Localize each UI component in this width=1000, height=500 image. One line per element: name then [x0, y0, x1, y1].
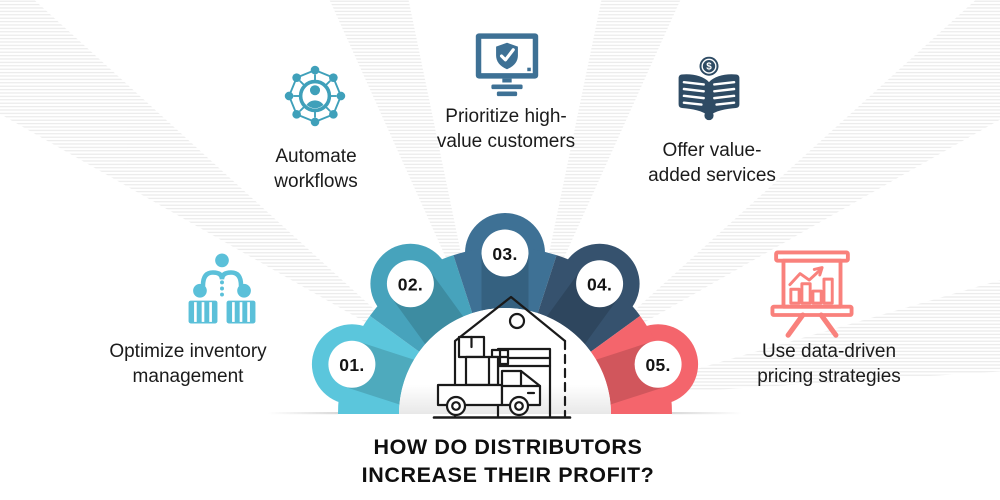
step-number-4: 04. — [587, 275, 612, 295]
secure-monitor-icon — [475, 33, 539, 97]
money-book-icon: $ — [678, 54, 740, 121]
step-number-5: 05. — [645, 355, 670, 375]
base-shadow-right — [672, 412, 742, 415]
page-title-line-2: INCREASE THEIR PROFIT? — [361, 463, 655, 487]
badge-circle-2 — [386, 260, 434, 308]
step-label-3: Prioritize high- value customers — [437, 104, 575, 154]
page-title: HOW DO DISTRIBUTORS INCREASE THEIR PROFI… — [362, 433, 655, 489]
step-number-2: 02. — [398, 275, 423, 295]
step-label-4-line-1: Offer value- — [662, 140, 762, 161]
step-label-5-line-2: pricing strategies — [757, 366, 901, 387]
step-number-3: 03. — [492, 244, 517, 264]
step-label-1-line-1: Optimize inventory — [109, 341, 267, 362]
segment-1 — [338, 315, 420, 414]
step-label-2-line-1: Automate — [275, 146, 357, 167]
step-label-4-line-2: added services — [648, 165, 776, 186]
sunburst-rays — [0, 0, 1000, 395]
inventory-distribution-icon — [188, 253, 256, 324]
ray-beam — [615, 0, 1000, 336]
dollar-symbol: $ — [706, 61, 712, 72]
step-label-2-line-2: workflows — [274, 171, 358, 192]
badge-circle-4 — [576, 260, 624, 308]
step-label-3-line-2: value customers — [436, 131, 576, 152]
step-label-1: Optimize inventory management — [109, 339, 266, 389]
badge-circle-1 — [328, 340, 376, 388]
step-label-4: Offer value- added services — [648, 138, 776, 188]
badge-circle-5 — [634, 340, 682, 388]
base-shadow-left — [268, 412, 338, 415]
step-label-3-line-1: Prioritize high- — [445, 106, 567, 127]
chart-presentation-icon — [770, 250, 854, 338]
step-label-5: Use data-driven pricing strategies — [757, 339, 901, 389]
page-title-line-1: HOW DO DISTRIBUTORS — [373, 435, 643, 459]
workflow-network-icon — [284, 65, 346, 127]
ray-beam — [329, 0, 467, 283]
ray-beam — [543, 0, 681, 283]
step-number-1: 01. — [339, 355, 364, 375]
step-label-1-line-2: management — [132, 366, 244, 387]
warehouse-truck-icon — [432, 295, 572, 419]
segment-5 — [590, 315, 672, 414]
ray-beam — [0, 0, 395, 336]
number-badges: 01. 02. 03. 04. 05. — [328, 229, 682, 388]
badge-circle-3 — [481, 229, 529, 277]
step-label-5-line-1: Use data-driven — [761, 341, 897, 362]
ray-beam — [641, 280, 1000, 395]
step-label-2: Automate workflows — [274, 144, 357, 194]
segment-3 — [453, 246, 557, 314]
